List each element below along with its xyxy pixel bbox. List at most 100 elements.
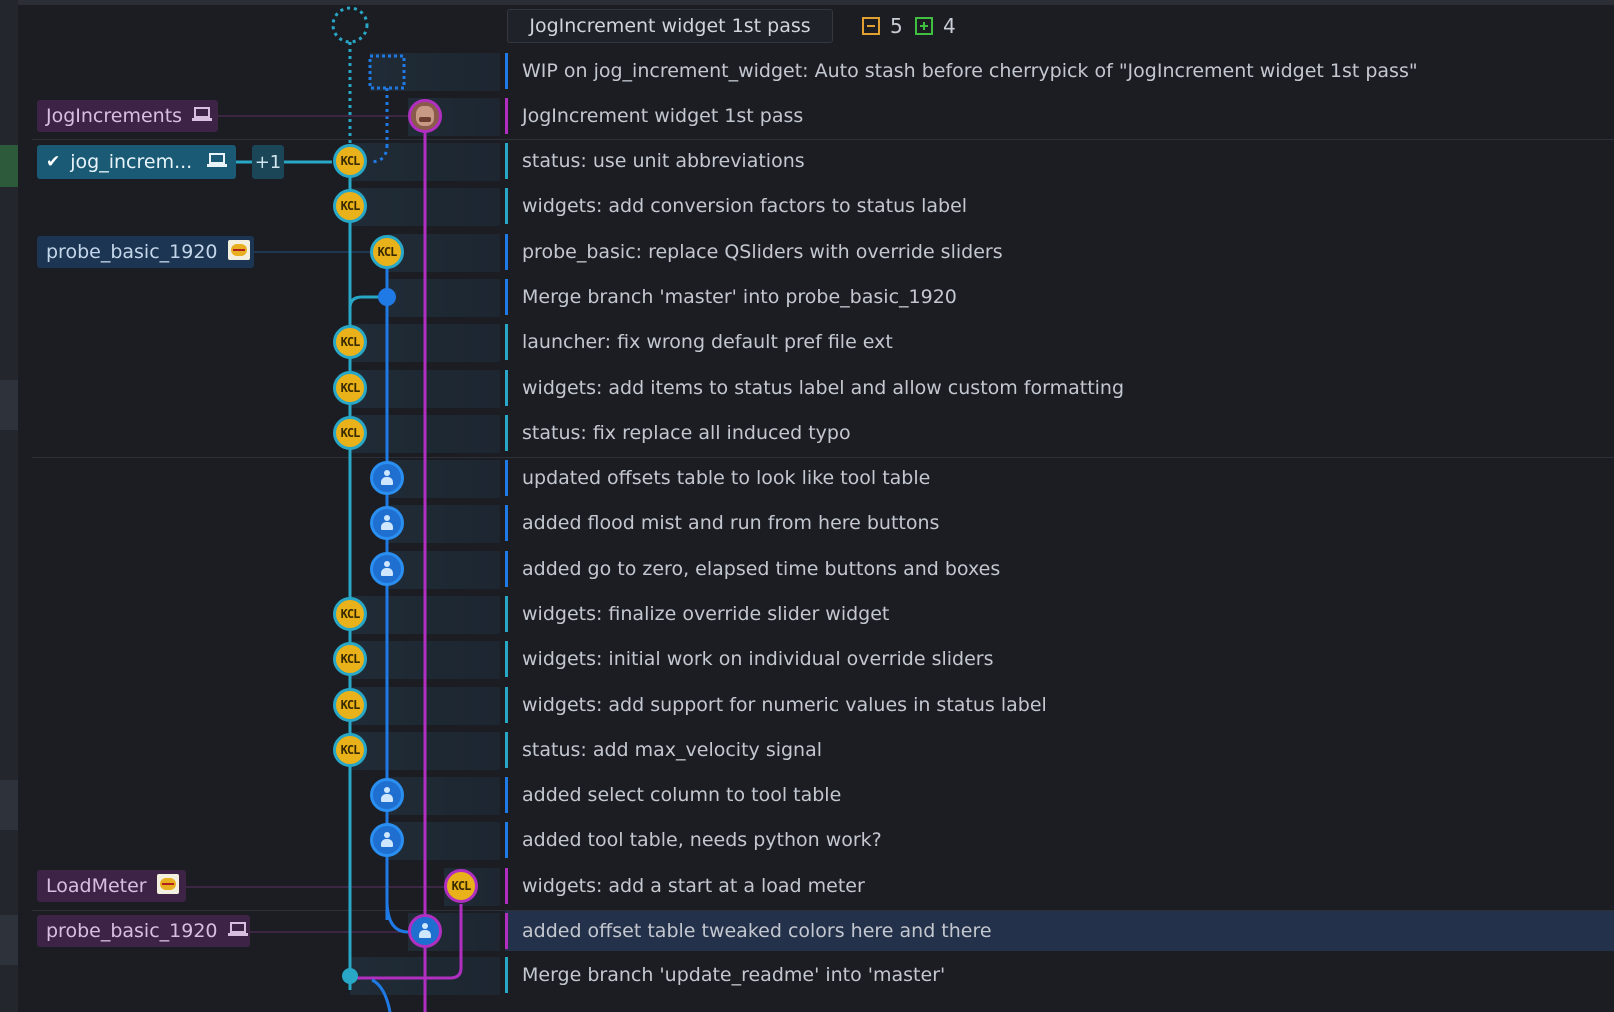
commit-row[interactable]: widgets: add conversion factors to statu… <box>505 186 1614 226</box>
branch-name: probe_basic_1920 <box>46 241 218 263</box>
avatar-initials: KCL <box>340 698 361 712</box>
commit-row[interactable]: status: use unit abbreviations <box>505 141 1614 181</box>
commit-row[interactable]: added tool table, needs python work? <box>505 820 1614 860</box>
commit-message: Merge branch 'update_readme' into 'maste… <box>522 964 946 986</box>
branch-name: probe_basic_1920 <box>46 920 218 942</box>
author-avatar-kcl[interactable]: KCL <box>333 416 367 450</box>
commit-message: widgets: add items to status label and a… <box>522 377 1125 399</box>
commit-title-box[interactable]: JogIncrement widget 1st pass <box>507 9 833 43</box>
commit-row[interactable]: updated offsets table to look like tool … <box>505 458 1614 498</box>
person-icon <box>379 560 395 578</box>
commit-message: added flood mist and run from here butto… <box>522 512 940 534</box>
person-icon <box>379 469 395 487</box>
author-avatar-kcl[interactable]: KCL <box>333 597 367 631</box>
lane-color-bar <box>505 641 508 677</box>
commit-row[interactable]: added offset table tweaked colors here a… <box>505 911 1614 951</box>
branch-label-loadmeter[interactable]: LoadMeter <box>37 870 186 902</box>
author-avatar-kcl[interactable]: KCL <box>333 642 367 676</box>
lane-color-bar <box>505 732 508 768</box>
branch-label-probe-basic-remote[interactable]: probe_basic_1920 <box>37 236 254 268</box>
author-avatar-person-icon[interactable] <box>370 823 404 857</box>
avatar-initials: KCL <box>340 199 361 213</box>
face-icon <box>416 106 434 126</box>
lane-band <box>387 822 500 860</box>
person-icon <box>379 514 395 532</box>
lane-color-bar <box>505 415 508 451</box>
author-avatar-kcl[interactable]: KCL <box>333 189 367 223</box>
commit-row[interactable]: launcher: fix wrong default pref file ex… <box>505 322 1614 362</box>
commit-row[interactable]: Merge branch 'master' into probe_basic_1… <box>505 277 1614 317</box>
author-avatar-kcl[interactable]: KCL <box>333 144 367 178</box>
lane-color-bar <box>505 279 508 315</box>
commit-message: status: use unit abbreviations <box>522 150 805 172</box>
lane-color-bar <box>505 460 508 496</box>
author-avatar-photo[interactable] <box>408 99 442 133</box>
commit-message: added select column to tool table <box>522 784 842 806</box>
stash-circle <box>331 6 369 44</box>
avatar-initials: KCL <box>451 879 472 893</box>
commit-row[interactable]: probe_basic: replace QSliders with overr… <box>505 232 1614 272</box>
branch-label-probe-basic-local[interactable]: probe_basic_1920 <box>37 915 250 947</box>
lane-color-bar <box>505 822 508 858</box>
lane-band <box>387 460 500 498</box>
extra-refs-badge[interactable]: +1 <box>252 145 284 179</box>
avatar-initials: KCL <box>340 381 361 395</box>
commit-message: widgets: add conversion factors to statu… <box>522 195 968 217</box>
commit-row[interactable]: widgets: add items to status label and a… <box>505 368 1614 408</box>
commit-message: widgets: add a start at a load meter <box>522 875 865 897</box>
commit-row[interactable]: widgets: add support for numeric values … <box>505 685 1614 725</box>
avatar-initials: KCL <box>340 335 361 349</box>
commit-row[interactable]: status: fix replace all induced typo <box>505 413 1614 453</box>
author-avatar-person-icon[interactable] <box>370 552 404 586</box>
commit-row[interactable]: JogIncrement widget 1st pass <box>505 96 1614 136</box>
avatar-initials: KCL <box>340 607 361 621</box>
lane-band <box>387 551 500 589</box>
avatar-initials: KCL <box>340 154 361 168</box>
merge-dot <box>378 288 396 306</box>
commit-title: JogIncrement widget 1st pass <box>529 15 811 37</box>
commit-message: Merge branch 'master' into probe_basic_1… <box>522 286 957 308</box>
commit-row[interactable]: widgets: finalize override slider widget <box>505 594 1614 634</box>
commit-row[interactable]: widgets: add a start at a load meter <box>505 866 1614 906</box>
author-avatar-kcl[interactable]: KCL <box>333 688 367 722</box>
author-avatar-kcl[interactable]: KCL <box>444 869 478 903</box>
lane-color-bar <box>505 551 508 587</box>
commit-row[interactable]: WIP on jog_increment_widget: Auto stash … <box>505 51 1614 91</box>
lane-color-bar <box>505 98 508 134</box>
commit-row[interactable]: added flood mist and run from here butto… <box>505 503 1614 543</box>
author-avatar-kcl[interactable]: KCL <box>333 371 367 405</box>
lane-color-bar <box>505 53 508 89</box>
commit-row[interactable]: widgets: initial work on individual over… <box>505 639 1614 679</box>
commit-row[interactable]: added go to zero, elapsed time buttons a… <box>505 549 1614 589</box>
commit-message: status: fix replace all induced typo <box>522 422 851 444</box>
laptop-icon <box>227 920 248 942</box>
avatar-initials: KCL <box>340 426 361 440</box>
check-icon: ✔ <box>46 152 61 172</box>
author-avatar-person-icon[interactable] <box>408 914 442 948</box>
lane-color-bar <box>505 868 508 904</box>
commit-row[interactable]: Merge branch 'update_readme' into 'maste… <box>505 955 1614 995</box>
top-border <box>0 0 1614 5</box>
modified-count: 5 <box>890 14 903 38</box>
lane-color-bar <box>505 505 508 541</box>
remote-icon <box>227 239 250 265</box>
commit-row[interactable]: status: add max_velocity signal <box>505 730 1614 770</box>
branch-label-jogincrements[interactable]: JogIncrements <box>37 100 218 132</box>
commit-row[interactable]: added select column to tool table <box>505 775 1614 815</box>
laptop-icon <box>192 105 213 127</box>
author-avatar-kcl[interactable]: KCL <box>333 325 367 359</box>
author-avatar-kcl[interactable]: KCL <box>333 733 367 767</box>
author-avatar-person-icon[interactable] <box>370 506 404 540</box>
commit-message: added tool table, needs python work? <box>522 829 882 851</box>
avatar-initials: KCL <box>340 652 361 666</box>
author-avatar-kcl[interactable]: KCL <box>370 235 404 269</box>
author-avatar-person-icon[interactable] <box>370 778 404 812</box>
branch-label-current[interactable]: ✔ jog_increm... <box>37 145 236 179</box>
commit-message: updated offsets table to look like tool … <box>522 467 931 489</box>
lane-color-bar <box>505 913 508 949</box>
author-avatar-person-icon[interactable] <box>370 461 404 495</box>
merge-dot <box>342 968 358 984</box>
left-panel-edge <box>0 0 18 1012</box>
